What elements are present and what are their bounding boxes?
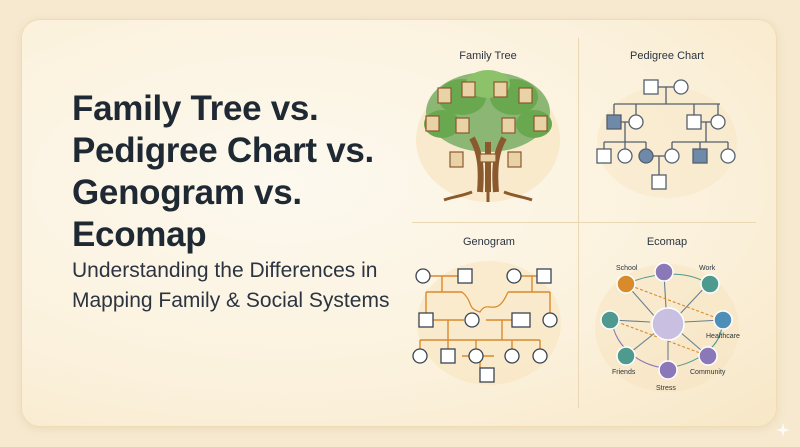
pedigree-illustration (596, 79, 737, 198)
ecomap-label-healthcare: Healthcare (706, 333, 740, 340)
page-title: Family Tree vs. Pedigree Chart vs. Genog… (72, 89, 374, 254)
ecomap-title: Ecomap (646, 236, 688, 248)
ecomap-label-stress: Stress (656, 385, 676, 392)
genogram-illustration (412, 261, 561, 385)
ecomap-panel: Ecomap School Work Healthcare (584, 228, 750, 404)
family-tree-title: Family Tree (459, 50, 517, 62)
ecomap-label-community: Community (690, 369, 726, 376)
pedigree-title: Pedigree Chart (630, 50, 704, 62)
family-tree-illustration (416, 70, 560, 202)
family-tree-panel: Family Tree (402, 42, 574, 212)
ecomap-label-school: School (616, 265, 638, 272)
panel-divider-horizontal (412, 222, 756, 223)
page-subtitle: Understanding the Differences in Mapping… (72, 259, 390, 312)
sparkle-icon (776, 423, 790, 437)
genogram-panel: Genogram (404, 228, 574, 398)
panel-divider-vertical (578, 38, 579, 408)
ecomap-label-friends: Friends (612, 369, 636, 376)
pedigree-panel: Pedigree Chart (584, 42, 750, 212)
genogram-title: Genogram (463, 236, 515, 248)
ecomap-illustration: School Work Healthcare Community Stress … (595, 262, 740, 392)
ecomap-label-work: Work (699, 265, 716, 272)
